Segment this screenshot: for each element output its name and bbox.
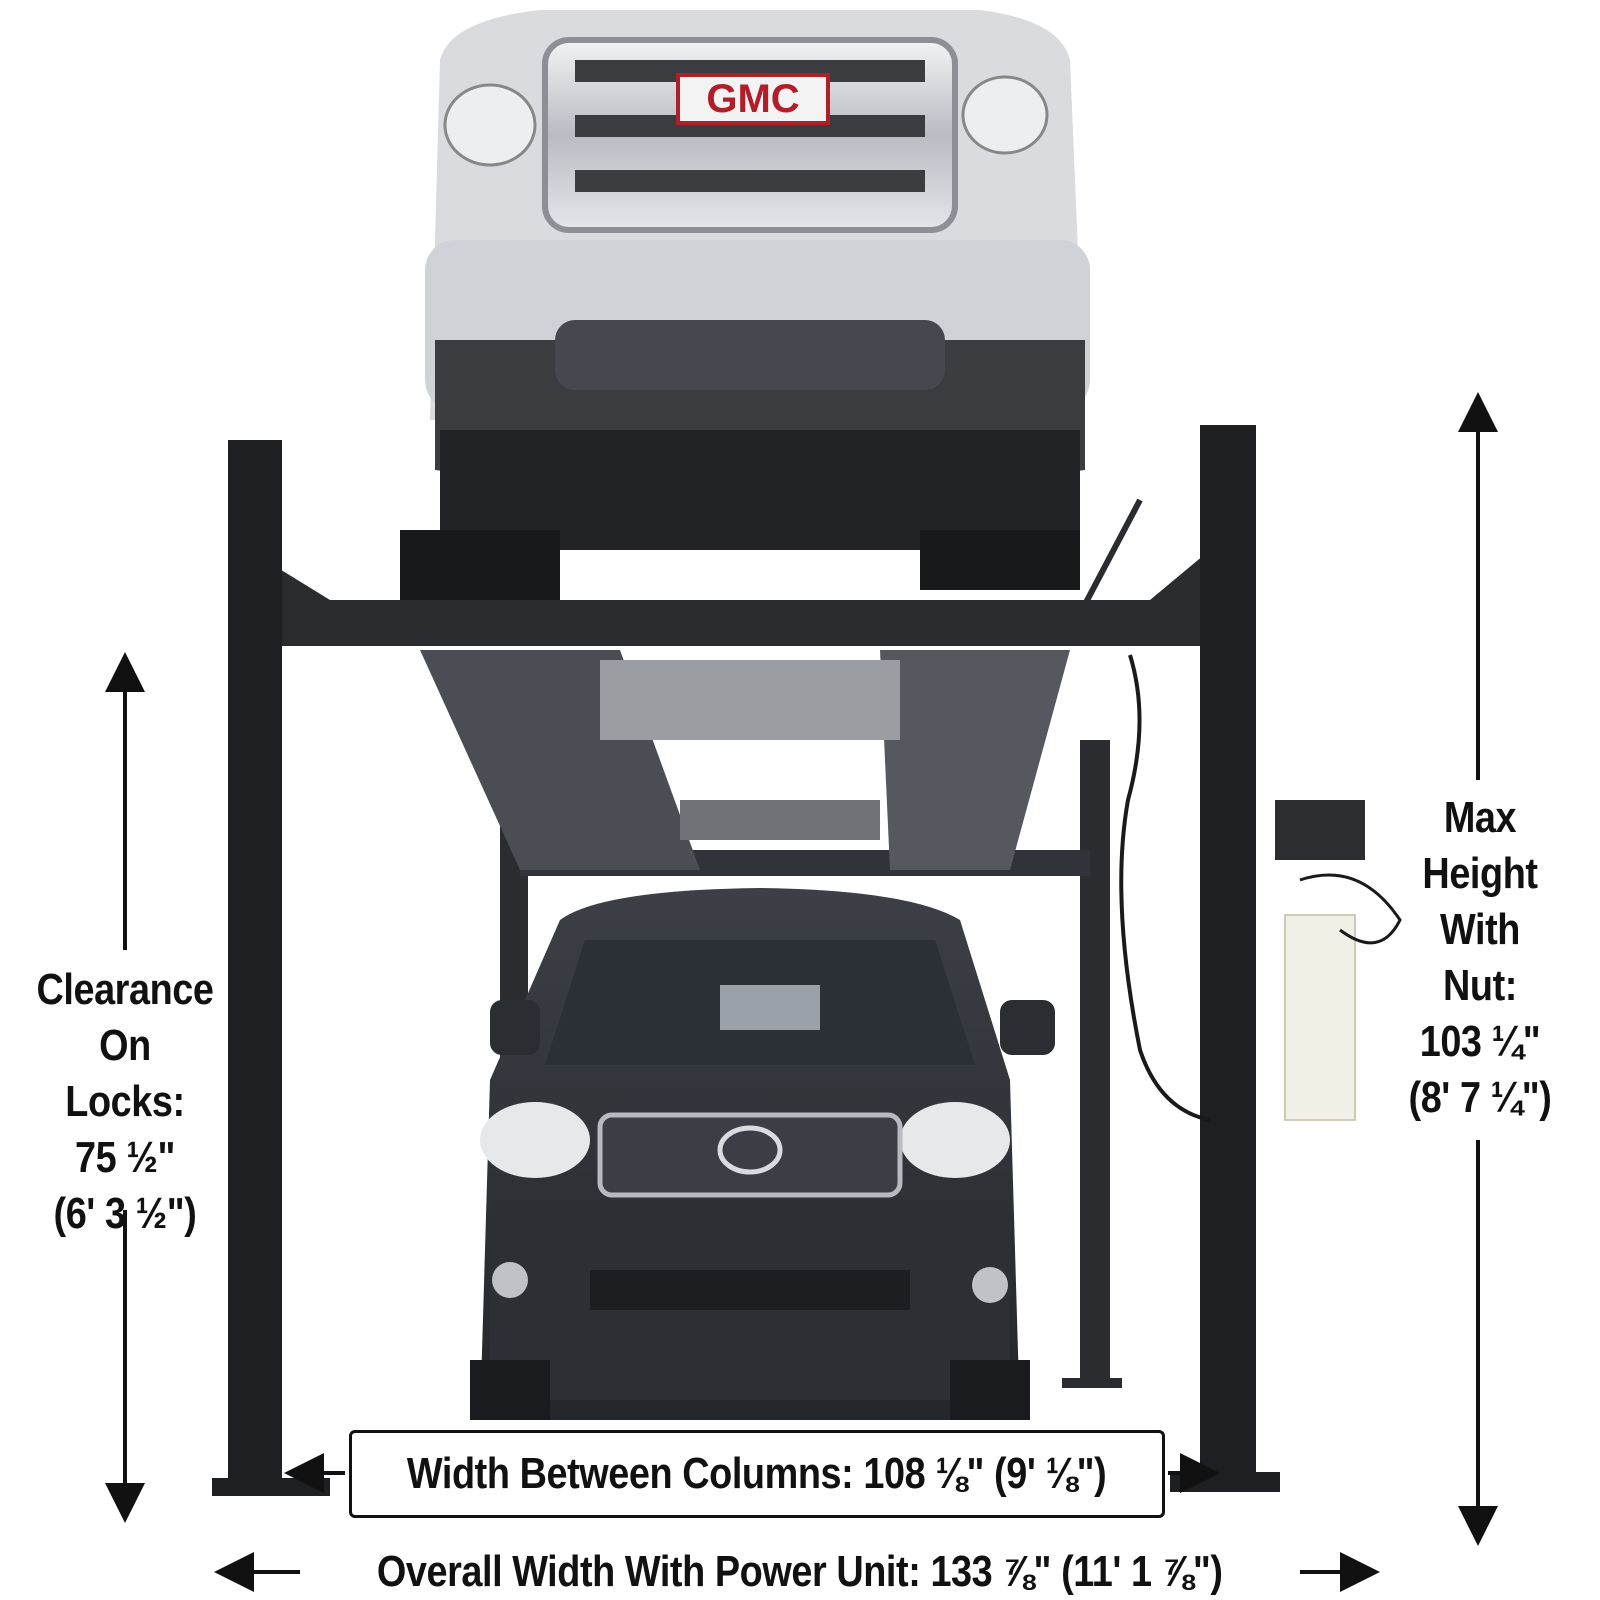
- hydraulic-hose: [1119, 654, 1211, 1122]
- upper-platform: [400, 530, 1080, 870]
- overall-width-label-box: Overall Width With Power Unit: 133 ⅞" (1…: [300, 1544, 1300, 1600]
- max-height-value-feet: (8' 7 ¼"): [1408, 1073, 1552, 1122]
- overall-width-label: Overall Width With Power Unit: 133 ⅞" (1…: [377, 1547, 1223, 1596]
- lock-release-lever: [1079, 498, 1143, 612]
- max-height-value: 103 ¼": [1419, 1017, 1541, 1066]
- upper-crossbeam: [260, 550, 1220, 646]
- side-mirror-right: [1000, 1000, 1055, 1055]
- clearance-value-feet: (6' 3 ½"): [53, 1189, 197, 1238]
- top-left-headlight: [443, 83, 537, 167]
- max-height-line: Height: [1422, 849, 1538, 898]
- toyota-emblem: [717, 1125, 783, 1175]
- gmc-badge: [676, 73, 830, 125]
- max-height-line: Max: [1443, 793, 1517, 842]
- rear-right-post: [1062, 740, 1122, 1388]
- bottom-right-headlight: [900, 1102, 1010, 1178]
- clearance-label: Clearance On Locks: 75 ½" (6' 3 ½"): [35, 962, 216, 1242]
- top-vehicle: GMC: [425, 10, 1090, 550]
- width-between-columns-box: Width Between Columns: 108 ⅛" (9' ⅛"): [349, 1430, 1165, 1518]
- gmc-badge-text: GMC: [706, 77, 799, 121]
- side-mirror-left: [490, 1000, 540, 1055]
- clearance-value: 75 ½": [75, 1133, 175, 1182]
- front-left-post: [212, 440, 330, 1496]
- toyota-grille: [597, 1112, 903, 1198]
- front-right-post: [1170, 425, 1280, 1492]
- top-right-headlight: [961, 75, 1049, 155]
- bottom-left-headlight: [480, 1102, 590, 1178]
- max-height-line: Nut:: [1443, 961, 1517, 1010]
- bottom-vehicle: [470, 888, 1055, 1420]
- max-height-label: Max Height With Nut: 103 ¼" (8' 7 ¼"): [1394, 790, 1566, 1126]
- clearance-line: Clearance: [36, 965, 214, 1014]
- max-height-line: With: [1440, 905, 1520, 954]
- power-unit: [1275, 800, 1402, 1121]
- grille-bars: [575, 60, 925, 192]
- width-between-columns-label: Width Between Columns: 108 ⅛" (9' ⅛"): [407, 1449, 1107, 1498]
- clearance-line: On Locks:: [65, 1021, 185, 1126]
